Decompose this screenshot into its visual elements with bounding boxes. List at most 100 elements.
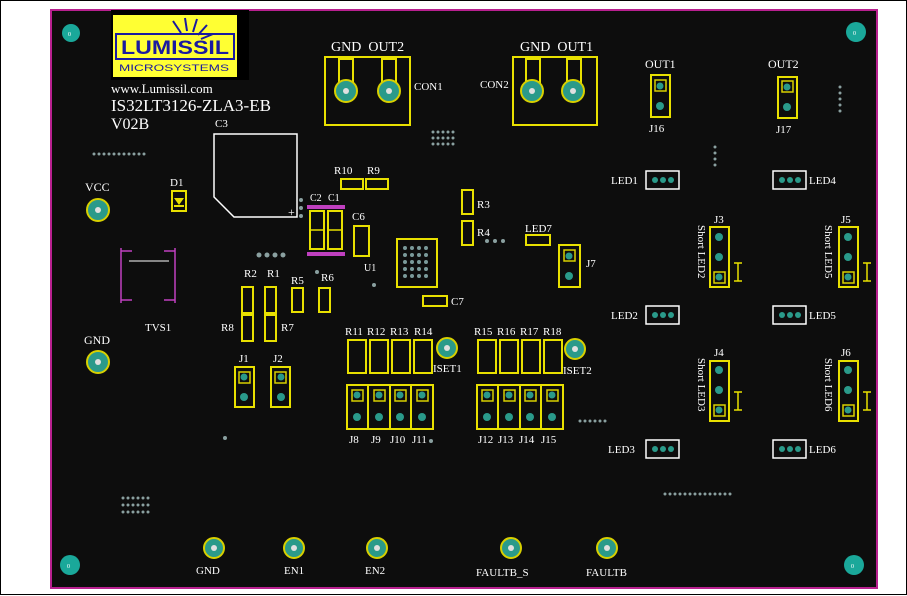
board-name: IS32LT3126-ZLA3-EB [111, 96, 271, 115]
resistor-r5 [291, 287, 304, 313]
diode-d1 [171, 190, 187, 212]
board-version: V02B [111, 116, 149, 133]
j2-pad [277, 373, 285, 381]
label-en2: EN2 [365, 565, 385, 577]
mounting-hole [844, 555, 864, 575]
label-led3: LED3 [608, 444, 635, 456]
jumper-marker-icon [734, 391, 742, 411]
led6-footprint [772, 439, 807, 459]
label-r12: R12 [367, 326, 385, 338]
label-gnd-bottom: GND [196, 565, 220, 577]
label-r11: R11 [345, 326, 363, 338]
resistor-r18 [543, 339, 563, 374]
j16-pad [656, 82, 664, 90]
mounting-holes: 0 0 0 0 [60, 22, 866, 575]
header-j16 [650, 74, 671, 118]
via-dots [92, 85, 842, 514]
mounting-hole [846, 22, 866, 42]
label-r5: R5 [291, 275, 304, 287]
label-c6: C6 [352, 211, 365, 223]
resistor-r7 [264, 314, 277, 342]
tvs1-outline [120, 248, 176, 303]
label-j6: J6 [841, 347, 851, 359]
corner-mark: 0 [851, 564, 854, 570]
resistor-r9 [365, 178, 389, 190]
corner-mark: 0 [853, 31, 856, 37]
label-j7: J7 [586, 258, 596, 270]
led5-footprint [772, 305, 807, 325]
label-short-led6: Short LED6 [822, 358, 834, 412]
label-led1: LED1 [611, 175, 638, 187]
jumper-marker-icon [863, 391, 871, 411]
j8-j11-pads [351, 385, 429, 429]
connector-con1 [324, 56, 411, 126]
resistor-r3 [461, 189, 474, 215]
resistor-r13 [391, 339, 411, 374]
label-r17: R17 [520, 326, 539, 338]
label-r18: R18 [543, 326, 562, 338]
label-out2: OUT2 [768, 57, 799, 71]
header-j1 [234, 366, 255, 408]
label-vcc: VCC [85, 180, 110, 194]
header-j2 [270, 366, 291, 408]
label-iset2: ISET2 [563, 365, 592, 377]
capacitor-c6 [353, 225, 370, 257]
label-j12: J12 [478, 434, 493, 446]
label-r4: R4 [477, 227, 490, 239]
j2-pad [277, 393, 285, 401]
resistor-r14 [413, 339, 433, 374]
board-substrate [50, 9, 878, 589]
resistor-r8 [241, 314, 254, 342]
jumper-marker-icon [734, 262, 742, 282]
capacitor-c7 [422, 295, 448, 307]
label-r16: R16 [497, 326, 516, 338]
capacitor-c3-outline [213, 133, 298, 218]
label-out1: OUT1 [645, 57, 676, 71]
resistor-r16 [499, 339, 519, 374]
label-j13: J13 [498, 434, 514, 446]
label-j1: J1 [239, 353, 249, 365]
diode-symbol-icon [174, 198, 184, 205]
label-c1: C1 [328, 193, 340, 204]
label-r13: R13 [390, 326, 409, 338]
j1-pad [240, 393, 248, 401]
mounting-hole [60, 555, 80, 575]
label-d1: D1 [170, 177, 183, 189]
polarity-plus: + [288, 205, 295, 219]
ic-u1 [396, 238, 438, 288]
header-j4 [709, 360, 730, 422]
j16-pad [656, 102, 664, 110]
con2-pin-labels: GND OUT1 [520, 40, 593, 55]
logo-text-box [115, 33, 235, 60]
ic-u1-pad-grid [403, 246, 428, 278]
lumissil-logo: LUMISSIL MICROSYSTEMS [111, 10, 249, 80]
label-c2: C2 [310, 193, 322, 204]
label-short-led2: Short LED2 [695, 225, 707, 278]
label-short-led3: Short LED3 [695, 358, 707, 412]
led3-footprint [645, 439, 680, 459]
label-j15: J15 [541, 434, 557, 446]
jumper-marker-icon [863, 262, 871, 282]
label-j5: J5 [841, 214, 851, 226]
header-j5 [838, 226, 859, 288]
label-r7: R7 [281, 322, 294, 334]
label-led2: LED2 [611, 310, 638, 322]
resistor-r2 [241, 286, 254, 314]
logo-brand: LUMISSIL [121, 38, 229, 59]
label-j14: J14 [519, 434, 535, 446]
resistor-r17 [521, 339, 541, 374]
j7-pad [565, 252, 573, 260]
led2-footprint [645, 305, 680, 325]
label-r2: R2 [244, 268, 257, 280]
resistor-r11 [347, 339, 367, 374]
label-r10: R10 [334, 165, 353, 177]
header-j3 [709, 226, 730, 288]
label-led5: LED5 [809, 310, 836, 322]
label-c3: C3 [215, 118, 228, 130]
label-r15: R15 [474, 326, 493, 338]
label-r3: R3 [477, 199, 490, 211]
logo-sub: MICROSYSTEMS [119, 63, 229, 73]
label-j10: J10 [390, 434, 406, 446]
j7-pad [565, 272, 573, 280]
